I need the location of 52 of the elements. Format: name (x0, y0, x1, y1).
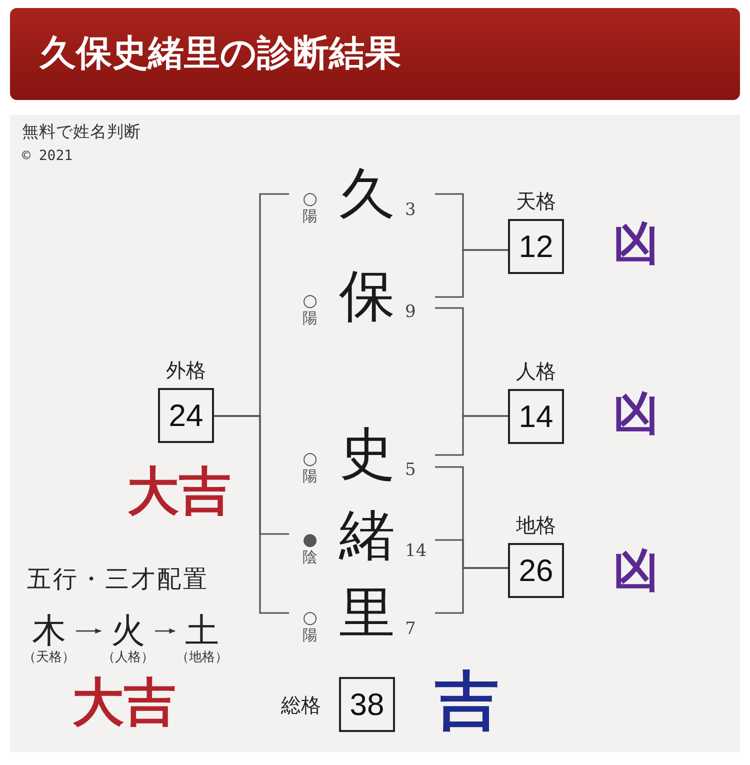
bracket-line (435, 567, 508, 614)
stroke-count: 9 (405, 303, 416, 321)
fortune-text: 凶 (613, 220, 659, 266)
section-heading: 五行・三才配置 (27, 565, 209, 593)
yin-yang-mark: ● (302, 532, 318, 549)
grade-note: （人格） (101, 649, 155, 667)
score-box: 26 (508, 543, 564, 598)
yin-yang-mark: ○ (302, 610, 318, 627)
score-box: 12 (508, 219, 564, 274)
name-character: 里 (338, 584, 396, 644)
bracket-line (435, 415, 508, 456)
element-character: 土 (184, 612, 220, 650)
yin-yang-label: 陽 (302, 627, 318, 644)
bracket-line (214, 415, 289, 614)
yin-yang-label: 陰 (302, 549, 318, 566)
stroke-count: 7 (405, 620, 416, 638)
copyright-text: © 2021 (22, 147, 73, 165)
score-box: 38 (339, 677, 395, 732)
yin-yang-label: 陽 (302, 208, 318, 225)
name-character: 史 (338, 425, 396, 485)
name-character: 久 (338, 165, 396, 225)
fortune-text: 凶 (613, 390, 659, 436)
fortune-text: 大吉 (72, 677, 176, 729)
name-character: 保 (338, 267, 396, 327)
score-box: 14 (508, 389, 564, 444)
grade-label: 外格 (165, 358, 207, 382)
yin-yang-mark: ○ (302, 191, 318, 208)
bracket-line (435, 249, 508, 298)
yin-yang-label: 陽 (302, 468, 318, 485)
title-banner: 久保史緒里の診断結果 (10, 8, 740, 100)
score-box: 24 (158, 388, 214, 443)
grade-note: （天格） (22, 649, 76, 667)
note-text: 無料で姓名判断 (22, 122, 141, 142)
yin-yang-mark: ○ (302, 451, 318, 468)
stroke-count: 5 (405, 461, 416, 479)
grade-label: 人格 (515, 359, 557, 383)
yin-yang-mark: ○ (302, 293, 318, 310)
fortune-text: 吉 (435, 670, 499, 734)
stroke-count: 3 (405, 201, 416, 219)
arrow (155, 628, 176, 634)
fortune-text: 凶 (613, 547, 659, 593)
grade-label: 総格 (281, 693, 321, 717)
stroke-count: 14 (405, 542, 427, 560)
name-character: 緒 (338, 506, 396, 566)
fortune-text: 大吉 (127, 466, 231, 518)
arrow (76, 628, 102, 634)
grade-label: 地格 (515, 513, 557, 537)
grade-label: 天格 (515, 189, 557, 213)
yin-yang-label: 陽 (302, 310, 318, 327)
element-character: 火 (110, 612, 146, 650)
grade-note: （地格） (175, 649, 229, 667)
element-character: 木 (31, 612, 67, 650)
